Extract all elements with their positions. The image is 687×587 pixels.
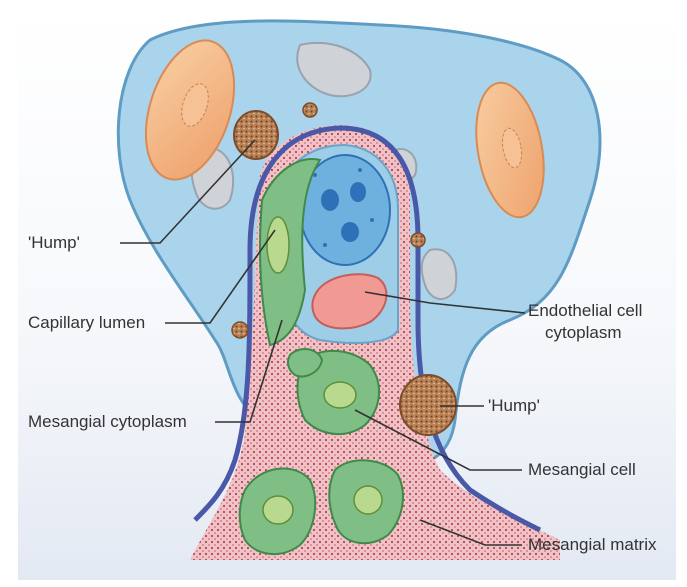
label-mesangial-cell: Mesangial cell — [528, 459, 636, 481]
hump-small — [232, 322, 248, 338]
hump-left — [234, 111, 278, 159]
label-mesangial-cytoplasm: Mesangial cytoplasm — [28, 411, 187, 433]
mesangial-nucleus — [267, 217, 289, 273]
hump-small — [303, 103, 317, 117]
label-mesangial-matrix: Mesangial matrix — [528, 534, 657, 556]
label-hump-right: 'Hump' — [488, 395, 540, 417]
hump-right — [400, 375, 456, 435]
label-endothelial-cell: Endothelial cell — [528, 300, 642, 322]
label-hump-left: 'Hump' — [28, 232, 80, 254]
mesangial-nucleus — [263, 496, 293, 524]
label-endothelial-cytoplasm: cytoplasm — [545, 322, 622, 344]
mesangial-nucleus — [324, 382, 356, 408]
label-capillary-lumen: Capillary lumen — [28, 312, 145, 334]
hump-small — [411, 233, 425, 247]
mesangial-nucleus — [354, 486, 382, 514]
